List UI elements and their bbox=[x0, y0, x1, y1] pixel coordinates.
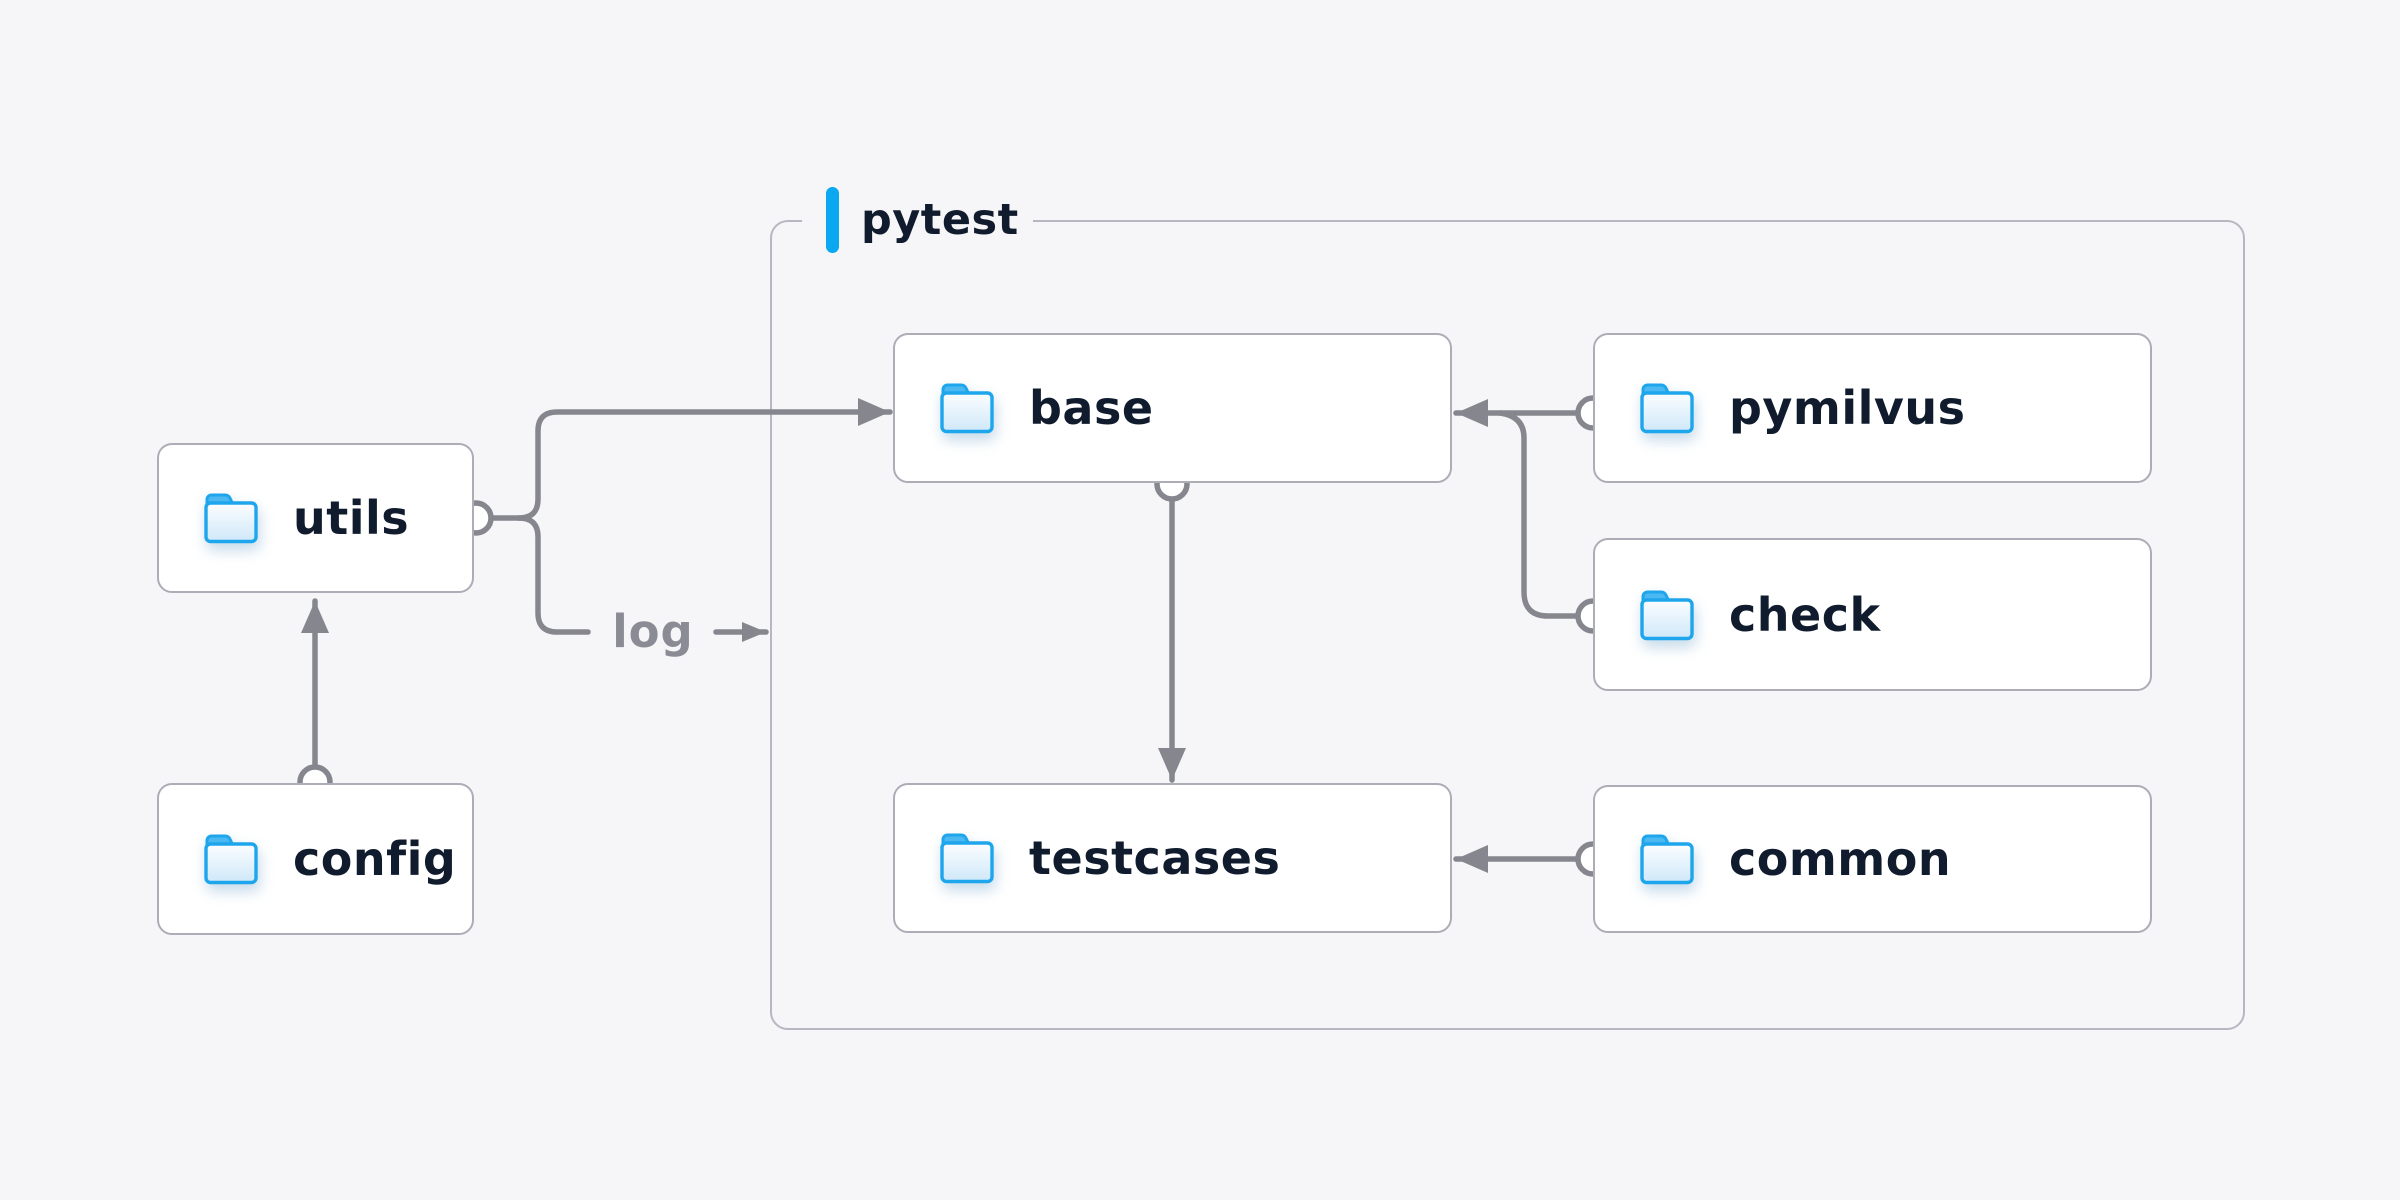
edge-utils-to-log bbox=[516, 515, 591, 635]
pytest-group-label-text: pytest bbox=[861, 195, 1019, 245]
node-config: config bbox=[157, 783, 474, 935]
node-utils: utils bbox=[157, 443, 474, 593]
node-pymilvus: pymilvus bbox=[1593, 333, 2152, 483]
node-check: check bbox=[1593, 538, 2152, 691]
pytest-group-label: pytest bbox=[802, 178, 1033, 262]
node-label: pymilvus bbox=[1729, 381, 1966, 435]
pytest-group-container bbox=[770, 220, 2245, 1030]
folder-icon bbox=[1640, 589, 1694, 640]
node-label: check bbox=[1729, 587, 1881, 642]
node-common: common bbox=[1593, 785, 2152, 933]
folder-icon bbox=[1640, 383, 1694, 434]
folder-icon bbox=[1640, 834, 1694, 885]
node-testcases: testcases bbox=[893, 783, 1452, 933]
folder-icon bbox=[940, 383, 994, 434]
node-label: testcases bbox=[1029, 831, 1281, 885]
node-label: utils bbox=[293, 491, 410, 545]
node-label: base bbox=[1029, 381, 1154, 435]
node-label: config bbox=[293, 832, 457, 886]
node-base: base bbox=[893, 333, 1452, 483]
folder-icon bbox=[204, 493, 258, 544]
log-edge-label: log bbox=[612, 605, 694, 658]
folder-icon bbox=[204, 834, 258, 885]
folder-icon bbox=[940, 833, 994, 884]
node-label: common bbox=[1729, 832, 1952, 886]
accent-bar bbox=[826, 187, 839, 253]
